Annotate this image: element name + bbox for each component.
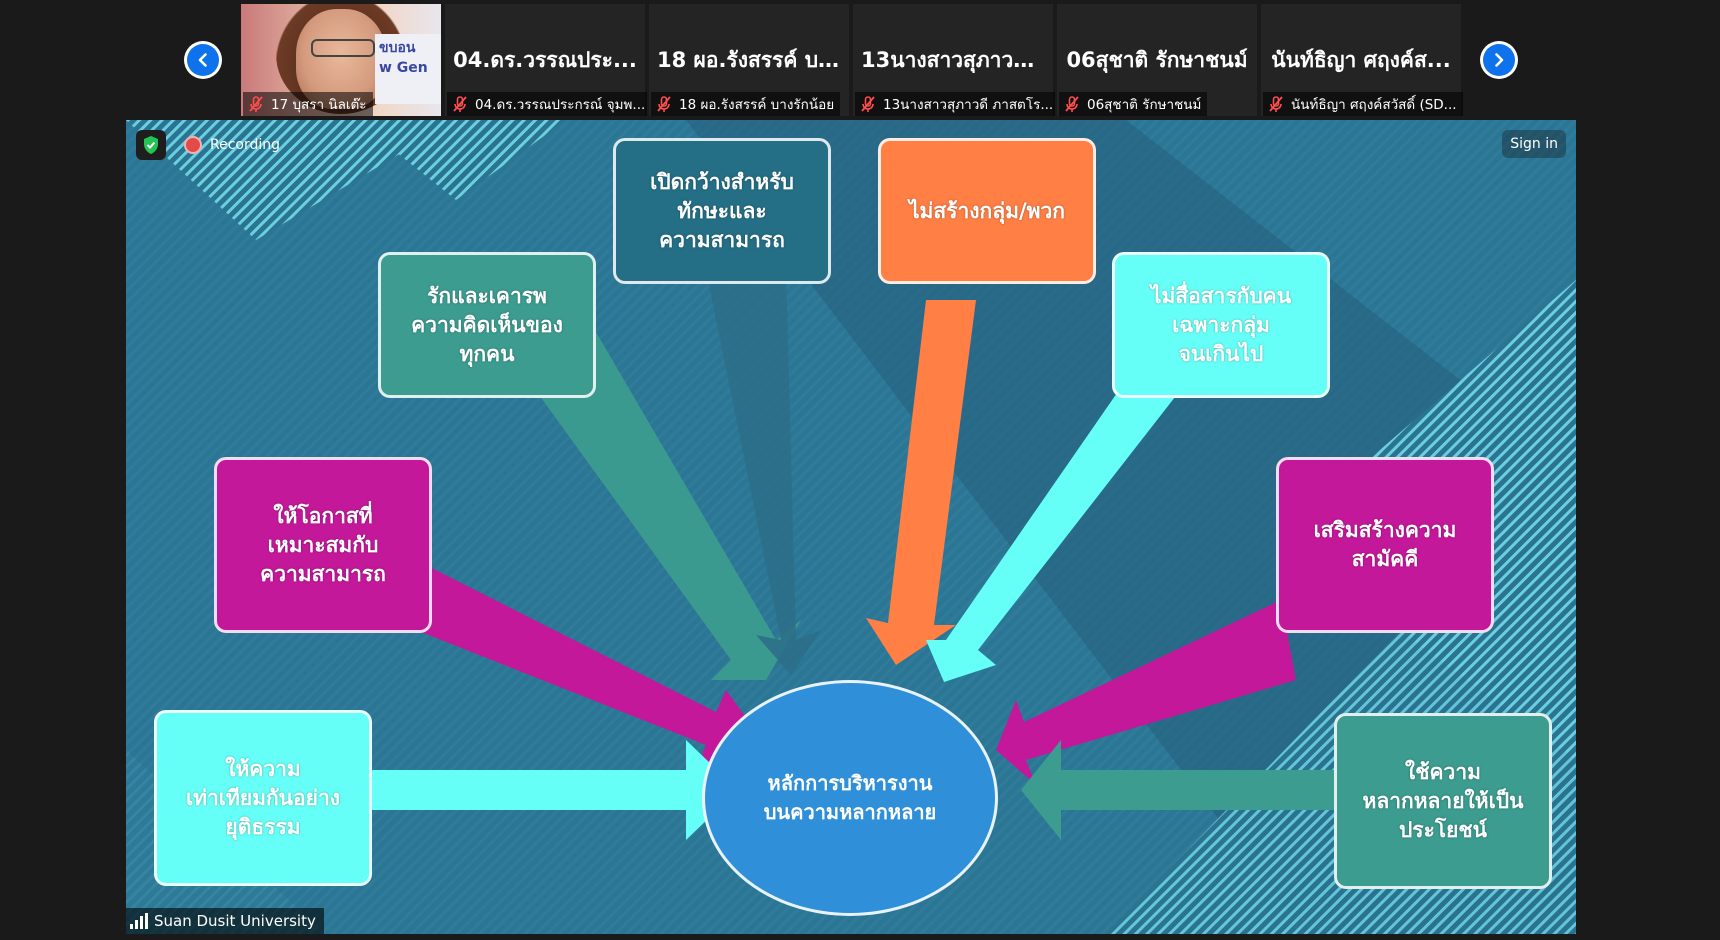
arrow-magenta-right (996, 600, 1296, 785)
box-use-diversity: ใช้ความ หลากหลายให้เป็น ประโยชน์ (1334, 713, 1552, 889)
box-inclusive-communication: ไม่สื่อสารกับคน เฉพาะกลุ่ม จนเกินไป (1112, 252, 1330, 398)
participant-name-label: 04.ดร.วรรณประกรณ์ จุมพ... (447, 92, 647, 116)
arrow-teal-left (521, 315, 801, 680)
participant-name-label: นันท์ธิญา ศฤงค์สวัสดิ์ (SD... (1263, 92, 1463, 116)
participant-tile[interactable]: 13นางสาวสุภาวดี... 13นางสาวสุภาวดี ภาสตโ… (853, 4, 1055, 116)
participant-label-text: 18 ผอ.รังสรรค์ บางรักน้อย (679, 97, 835, 113)
participant-video-glasses (311, 39, 375, 57)
participant-tile[interactable]: 18 ผอ.รังสรรค์ บ... 18 ผอ.รังสรรค์ บางรั… (649, 4, 849, 116)
box-fair-opportunity: ให้โอกาสที่ เหมาะสมกับ ความสามารถ (214, 457, 432, 633)
mic-muted-icon (249, 96, 263, 112)
shared-screen-slide: Recording Sign in เปิดกว้างสำหรับ ทักษะแ… (126, 120, 1576, 934)
box-no-cliques: ไม่สร้างกลุ่ม/พวก (878, 138, 1096, 284)
participant-name-label: 18 ผอ.รังสรรค์ บางรักน้อย (651, 92, 841, 116)
participant-tile[interactable]: ขบอน w Gen 17 บุสรา นิลเต๊ะ (241, 4, 441, 116)
arrow-orange (866, 300, 976, 665)
chevron-right-icon (1483, 44, 1515, 76)
mic-muted-icon (453, 96, 467, 112)
arrow-cyan-bottom-left (366, 740, 738, 840)
participant-label-text: 04.ดร.วรรณประกรณ์ จุมพ... (475, 97, 646, 113)
recording-indicator: Recording (136, 130, 280, 160)
box-build-unity: เสริมสร้างความ สามัคคี (1276, 457, 1494, 633)
participant-display-name: 06สุชาติ รักษาชนม์ (1066, 48, 1248, 72)
host-name-label: Suan Dusit University (126, 908, 324, 934)
center-principle-ellipse: หลักการบริหารงาน บนความหลากหลาย (702, 680, 998, 916)
mic-muted-icon (657, 96, 671, 112)
participant-display-name: 18 ผอ.รังสรรค์ บ... (657, 48, 842, 72)
participant-label-text: 17 บุสรา นิลเต๊ะ (271, 97, 367, 113)
mic-muted-icon (861, 96, 875, 112)
video-background-banner: ขบอน w Gen (375, 34, 441, 104)
participant-name-label: 13นางสาวสุภาวดี ภาสตโร... (855, 92, 1055, 116)
chevron-left-icon (187, 44, 219, 76)
previous-page-button[interactable] (184, 41, 222, 79)
signal-strength-icon (130, 913, 148, 929)
participant-name-label: 06สุชาติ รักษาชนม์ (1059, 92, 1208, 116)
arrow-magenta-left (406, 555, 766, 770)
recording-dot-icon (184, 136, 202, 154)
mic-muted-icon (1269, 96, 1283, 112)
sign-in-button[interactable]: Sign in (1502, 130, 1566, 158)
mic-muted-icon (1065, 96, 1079, 112)
participant-label-text: นันท์ธิญา ศฤงค์สวัสดิ์ (SD... (1291, 97, 1457, 113)
arrow-cyan-right (926, 370, 1196, 682)
participant-strip: ขบอน w Gen 17 บุสรา นิลเต๊ะ 04.ดร.วรรณปร… (0, 0, 1720, 120)
participant-display-name: 04.ดร.วรรณประ... (453, 48, 637, 72)
next-page-button[interactable] (1480, 41, 1518, 79)
arrow-teal-bottom-right (1021, 740, 1341, 840)
participant-display-name: 13นางสาวสุภาวดี... (861, 48, 1051, 72)
participant-tile[interactable]: 04.ดร.วรรณประ... 04.ดร.วรรณประกรณ์ จุมพ.… (445, 4, 647, 116)
box-open-for-skills: เปิดกว้างสำหรับ ทักษะและ ความสามารถ (613, 138, 831, 284)
recording-label: Recording (210, 137, 281, 153)
participant-tile[interactable]: 06สุชาติ รักษาชนม์ 06สุชาติ รักษาชนม์ (1057, 4, 1257, 116)
box-respect-opinions: รักและเคารพ ความคิดเห็นของ ทุกคน (378, 252, 596, 398)
participant-tile[interactable]: นันท์ธิญา ศฤงค์ส... นันท์ธิญา ศฤงค์สวัสด… (1261, 4, 1463, 116)
shield-check-icon (136, 130, 166, 160)
participant-label-text: 13นางสาวสุภาวดี ภาสตโร... (883, 97, 1054, 113)
arrows-layer (366, 270, 1341, 840)
arrow-darkteal-top (706, 270, 821, 675)
host-name-text: Suan Dusit University (154, 912, 316, 930)
box-equal-justice: ให้ความ เท่าเทียมกันอย่าง ยุติธรรม (154, 710, 372, 886)
participant-name-label: 17 บุสรา นิลเต๊ะ (243, 92, 373, 116)
participant-display-name: นันท์ธิญา ศฤงค์ส... (1271, 48, 1451, 72)
participant-label-text: 06สุชาติ รักษาชนม์ (1087, 97, 1202, 113)
